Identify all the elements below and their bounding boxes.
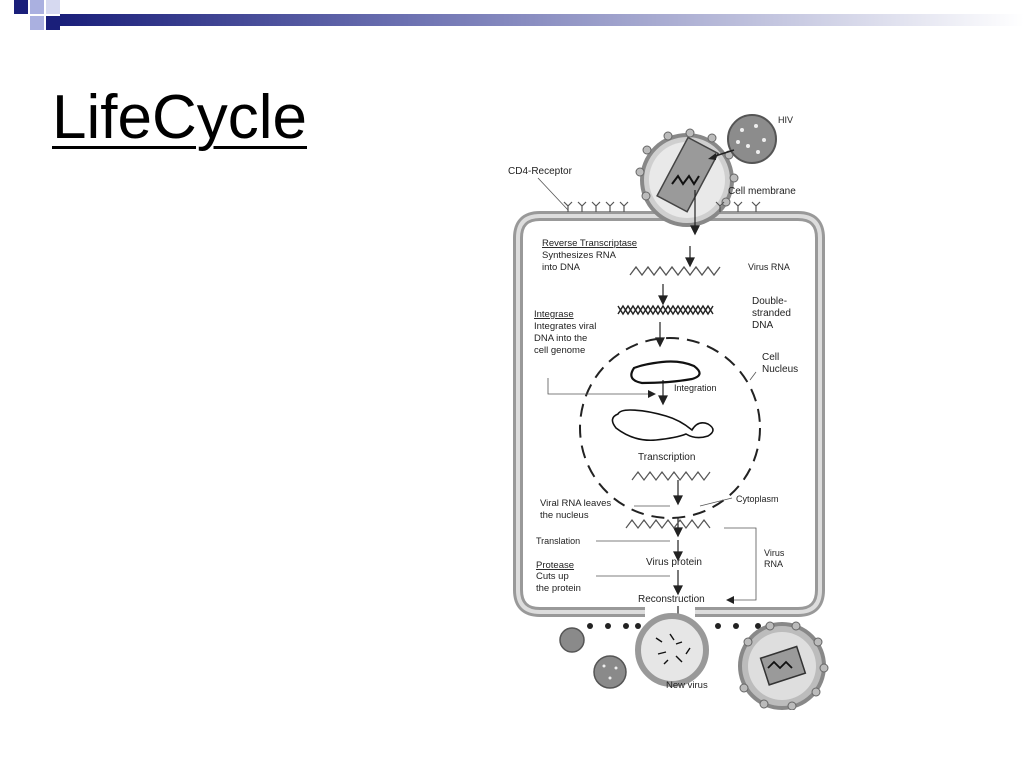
released-virion-medium: [593, 655, 627, 689]
flow-arrows: [655, 190, 700, 628]
virus-rna-strand: [629, 265, 721, 277]
reverse-transcriptase-desc-2: into DNA: [542, 262, 581, 273]
integrase-label: Integrase: [534, 309, 574, 320]
integrase-desc-1: Integrates viral: [534, 321, 596, 332]
slide-title: LifeCycle: [52, 83, 307, 152]
integration-label: Integration: [674, 383, 717, 393]
integrase-desc-2: DNA into the: [534, 333, 587, 344]
hiv-label: HIV: [778, 115, 793, 125]
viral-rna-leaves-label-1: Viral RNA leaves: [540, 498, 611, 509]
double-stranded-label-1: Double-: [752, 296, 787, 307]
integrase-desc-3: cell genome: [534, 345, 585, 356]
transcribed-rna: [631, 471, 711, 481]
virus-rna-side-label-2: RNA: [764, 559, 783, 569]
deco-square-pale: [46, 0, 60, 14]
protease-desc-1: Cuts up: [536, 571, 569, 582]
transcription-label: Transcription: [638, 452, 695, 463]
reverse-transcriptase-desc-1: Synthesizes RNA: [542, 250, 617, 261]
hiv-particle: [708, 114, 777, 164]
header-decoration: [14, 0, 1024, 30]
virus-rna-side-label-1: Virus: [764, 548, 785, 558]
hiv-lifecycle-diagram: HIV CD4-Receptor Cell membrane Reverse T…: [508, 114, 829, 710]
cd4-receptor-label: CD4-Receptor: [508, 166, 573, 177]
reconstruction-label: Reconstruction: [638, 594, 705, 605]
cytoplasm-rna: [625, 519, 711, 529]
mature-virion: [738, 621, 829, 710]
host-genome: [611, 409, 714, 442]
deco-square-dark: [14, 0, 28, 14]
deco-square-dark: [46, 16, 60, 30]
released-virion-small: [559, 627, 585, 653]
cd4-receptors: [563, 201, 761, 212]
budding-virus: [635, 613, 709, 687]
translation-label: Translation: [536, 536, 580, 546]
dsdna-strand-2: [617, 304, 714, 316]
deco-square-light: [30, 16, 44, 30]
viral-rna-leaves-label-2: the nucleus: [540, 510, 589, 521]
cell-wall-inner: [516, 214, 822, 614]
cell-nucleus-label-2: Nucleus: [762, 364, 798, 375]
virus-rna-label: Virus RNA: [748, 262, 790, 272]
deco-square-light: [30, 0, 44, 14]
viral-dna-loop: [630, 360, 701, 385]
virus-protein-label: Virus protein: [646, 557, 702, 568]
double-stranded-label-3: DNA: [752, 320, 773, 331]
cell-nucleus: [579, 337, 761, 519]
protease-desc-2: the protein: [536, 583, 581, 594]
cell-nucleus-label-1: Cell: [762, 352, 779, 363]
double-stranded-label-2: stranded: [752, 308, 791, 319]
cytoplasm-label: Cytoplasm: [736, 494, 779, 504]
cell-membrane-label: Cell membrane: [728, 186, 796, 197]
new-virus-label: New virus: [666, 680, 708, 691]
reverse-transcriptase-label: Reverse Transcriptase: [542, 238, 637, 249]
protease-label: Protease: [536, 560, 574, 571]
entering-virus: [635, 128, 739, 227]
